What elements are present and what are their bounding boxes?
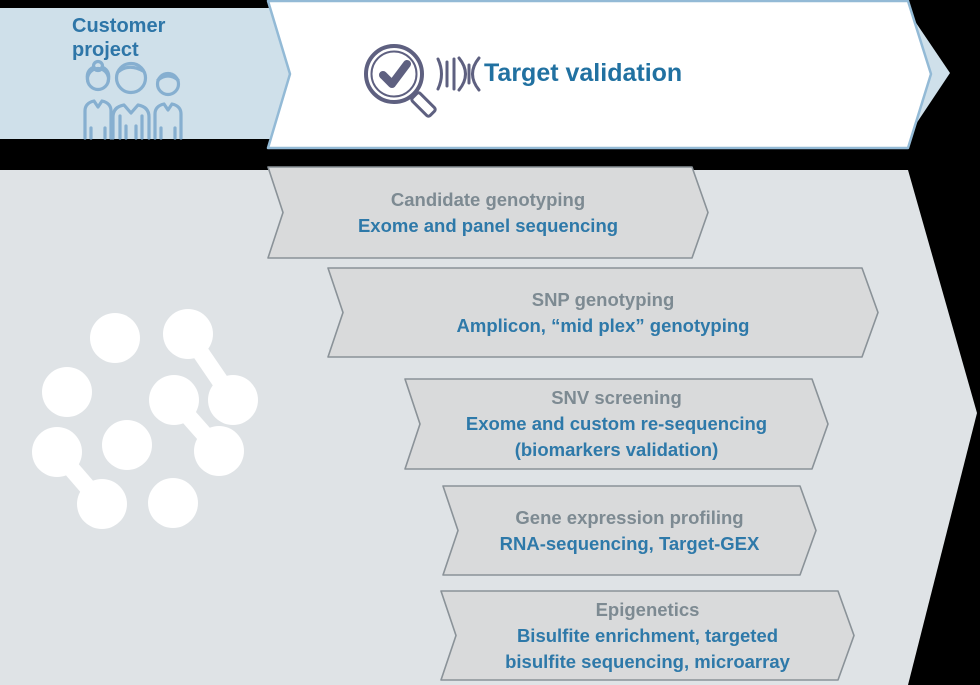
- step-title: SNV screening: [551, 387, 682, 408]
- step-title: SNP genotyping: [531, 288, 675, 310]
- step-snv-screening: SNV screening Exome and custom re-sequen…: [404, 378, 829, 470]
- step-snp-genotyping: SNP genotyping Amplicon, “mid plex” geno…: [327, 267, 879, 358]
- molecule-network-icon: [25, 300, 260, 535]
- step-epigenetics: Epigenetics Bisulfite enrichment, target…: [440, 590, 855, 681]
- target-validation-label: Target validation: [484, 59, 683, 87]
- step-gene-expression-profiling: Gene expression profiling RNA-sequencing…: [442, 485, 817, 576]
- magnifier-check-icon: [362, 42, 482, 126]
- people-group-icon: [78, 58, 188, 140]
- customer-project-label: Customer project: [72, 15, 166, 61]
- step-subtitle: Amplicon, “mid plex” genotyping: [456, 314, 750, 336]
- step-subtitle: Bisulfite enrichment, targeted bisulfite…: [505, 624, 790, 672]
- step-title: Gene expression profiling: [515, 506, 744, 528]
- step-candidate-genotyping: Candidate genotyping Exome and panel seq…: [267, 166, 709, 259]
- step-subtitle: Exome and custom re-sequencing (biomarke…: [465, 413, 768, 460]
- step-title: Candidate genotyping: [390, 188, 586, 210]
- step-subtitle: RNA-sequencing, Target-GEX: [499, 532, 760, 554]
- dna-helix-icon: [436, 56, 481, 92]
- step-title: Epigenetics: [595, 598, 700, 620]
- step-subtitle: Exome and panel sequencing: [357, 214, 619, 236]
